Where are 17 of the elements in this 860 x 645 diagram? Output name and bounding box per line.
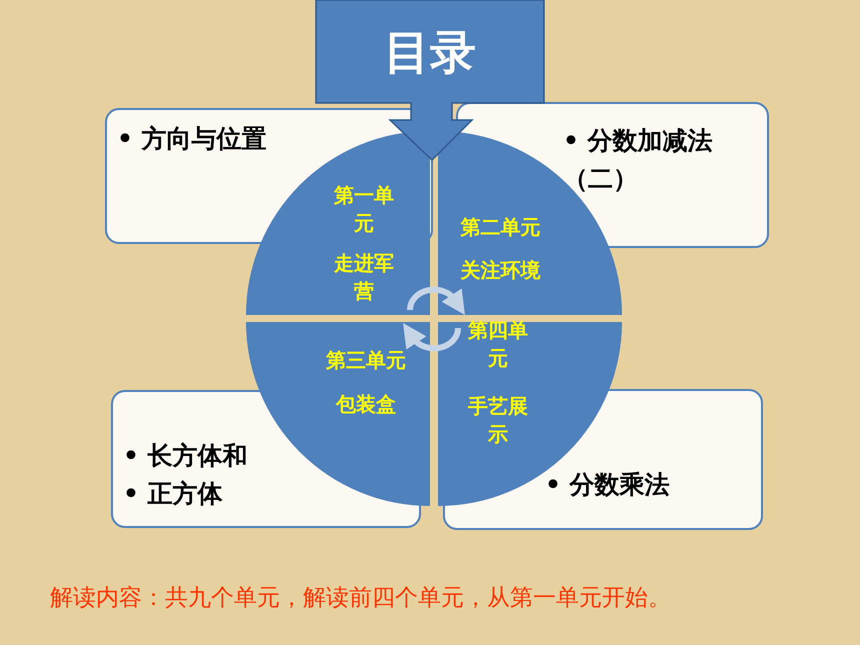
sector-text: 包装盒 [334,391,397,418]
bullet-item: • 正方体 [123,478,224,510]
sector-text: 第一单元 [333,182,395,237]
heading-text: 目录 [383,24,477,81]
bullet-item: • 方向与位置 [117,123,268,155]
sector-text: 第二单元 [460,214,542,241]
bullet-item: • 分数乘法 [545,469,671,501]
sector-text: 关注环境 [459,257,542,284]
note-text: 解读内容：共九个单元，解读前四个单元，从第一单元开始。 [50,584,672,613]
sector-text: 第四单元 [467,317,529,372]
down-arrow-callout [315,0,545,162]
bullet-item: • 分数加减法（二） [563,125,714,195]
sector-text: 第三单元 [325,347,407,374]
quadrant-sector [246,322,430,506]
sector-text: 手艺展示 [467,393,529,448]
sector-text: 走进军营 [332,250,395,305]
bullet-item: • 长方体和 [123,440,249,472]
